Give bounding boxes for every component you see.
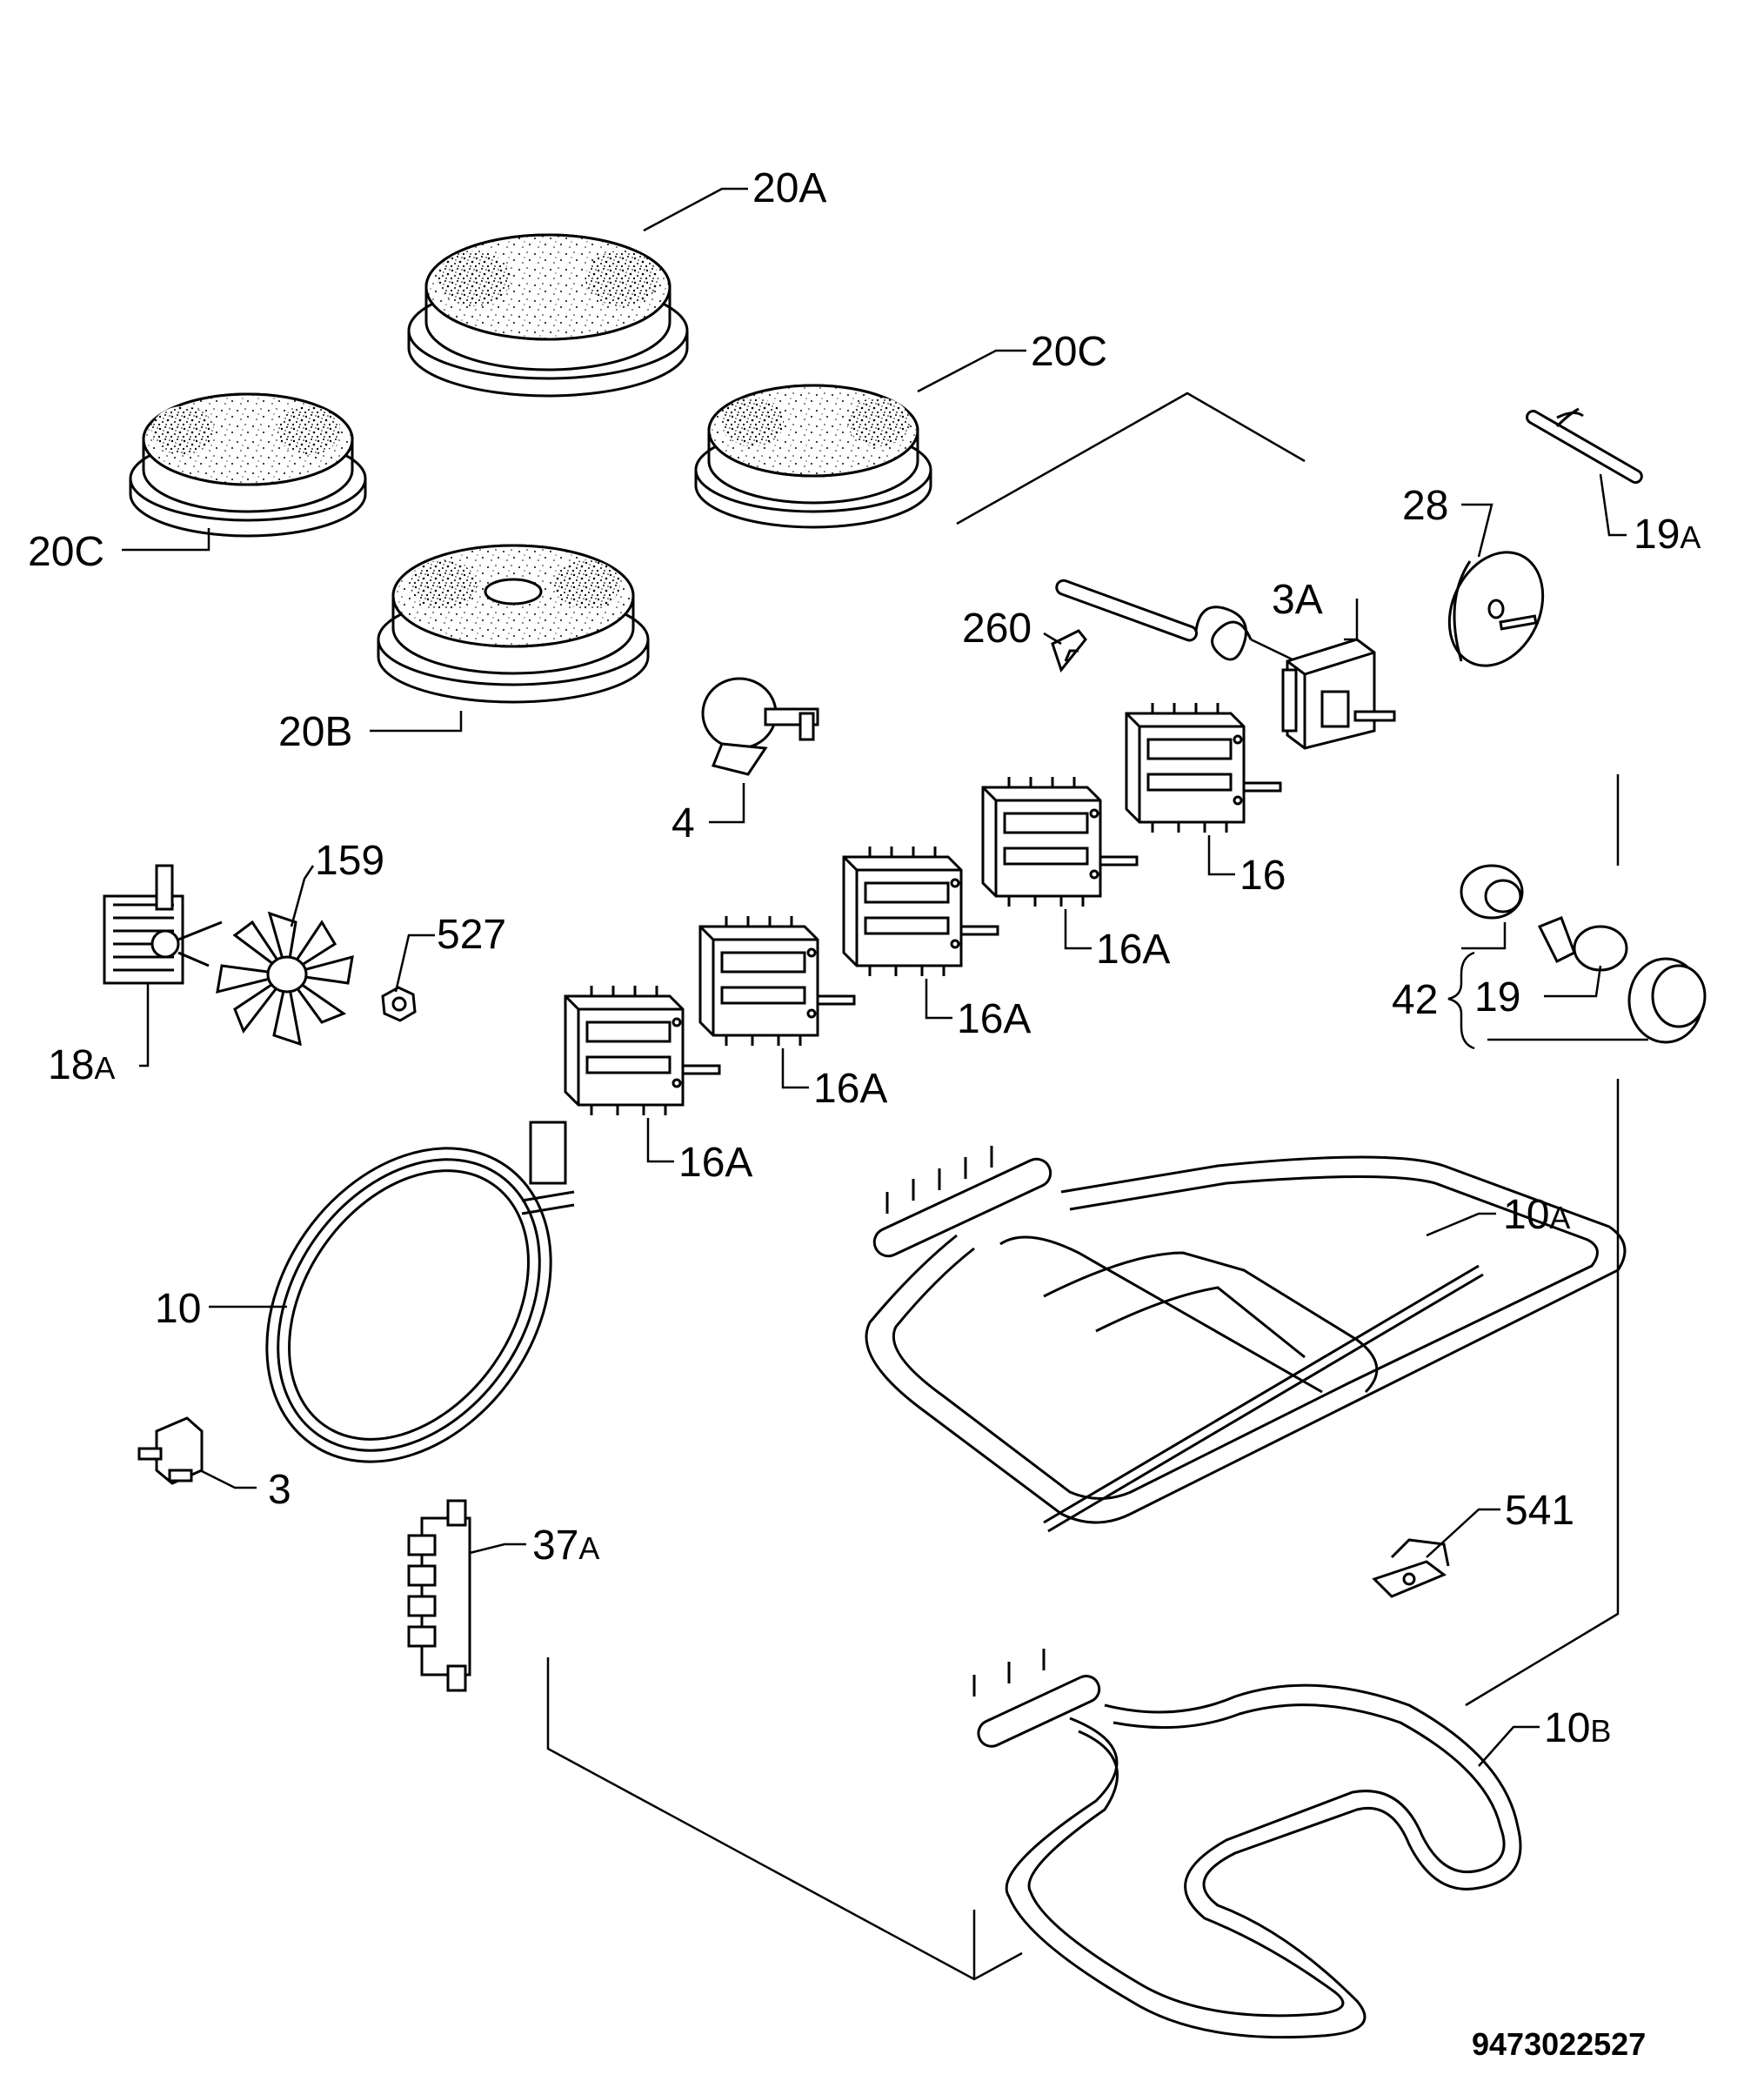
label-28: 28 <box>1402 483 1448 529</box>
label-3a: 3A <box>1272 577 1323 623</box>
label-159: 159 <box>315 838 384 884</box>
bottom-element-10b <box>972 1649 1522 2039</box>
label-3: 3 <box>268 1467 291 1513</box>
switch-16 <box>1125 703 1282 833</box>
hotplate-20c-left <box>129 392 367 538</box>
knob-28 <box>1447 551 1545 667</box>
label-18a: 18A <box>48 1042 115 1088</box>
hotplate-20b <box>377 544 650 704</box>
switch-16a-2 <box>842 847 999 976</box>
leader-lines <box>122 187 1648 1767</box>
label-10a: 10A <box>1503 1192 1570 1238</box>
circular-heating-element-10 <box>265 1121 575 1463</box>
label-260: 260 <box>962 606 1032 652</box>
grill-element-10a <box>865 1146 1627 1533</box>
label-19a: 19A <box>1634 512 1701 558</box>
sensor-19a <box>1526 407 1643 485</box>
drawing-number: 9473022527 <box>1472 2026 1646 2062</box>
fan-motor-18a <box>103 864 223 985</box>
clip-541 <box>1372 1538 1450 1598</box>
hotplate-20c-right <box>694 384 932 529</box>
label-37a: 37A <box>532 1522 599 1569</box>
label-16a-1: 16A <box>1096 927 1170 973</box>
label-527: 527 <box>437 912 506 958</box>
switch-16a-4 <box>564 986 721 1115</box>
switch-16a-3 <box>698 916 856 1046</box>
selector-switches <box>564 703 1282 1115</box>
label-42: 42 <box>1392 977 1438 1023</box>
switch-16a-1 <box>981 777 1139 907</box>
section-lines <box>546 392 1620 1981</box>
nut-527 <box>381 986 417 1022</box>
hotplate-20a <box>407 233 689 398</box>
label-16a-3: 16A <box>813 1066 887 1112</box>
label-10: 10 <box>155 1286 201 1332</box>
label-20b: 20B <box>278 709 352 755</box>
label-16a-4: 16A <box>678 1140 752 1186</box>
label-541: 541 <box>1505 1488 1574 1534</box>
thermostat-3a <box>1055 579 1396 750</box>
terminal-block-3 <box>137 1416 204 1485</box>
terminal-block-37a <box>407 1499 471 1692</box>
label-19: 19 <box>1474 974 1520 1021</box>
label-4: 4 <box>672 800 695 847</box>
fan-blade-159 <box>216 911 354 1047</box>
label-20c-right: 20C <box>1031 329 1107 375</box>
label-20a: 20A <box>752 165 826 211</box>
label-10b: 10B <box>1544 1705 1611 1751</box>
label-16a-2: 16A <box>957 996 1031 1042</box>
label-20c-left: 20C <box>28 529 104 575</box>
lamp-4 <box>701 677 819 776</box>
oven-lamp-assembly <box>1460 864 1707 1044</box>
label-16: 16 <box>1239 853 1286 899</box>
part-labels: 20A 20C 20C 20B 19A 28 3A 260 4 16 16A 1… <box>28 165 1701 2062</box>
clip-260 <box>1051 629 1087 673</box>
